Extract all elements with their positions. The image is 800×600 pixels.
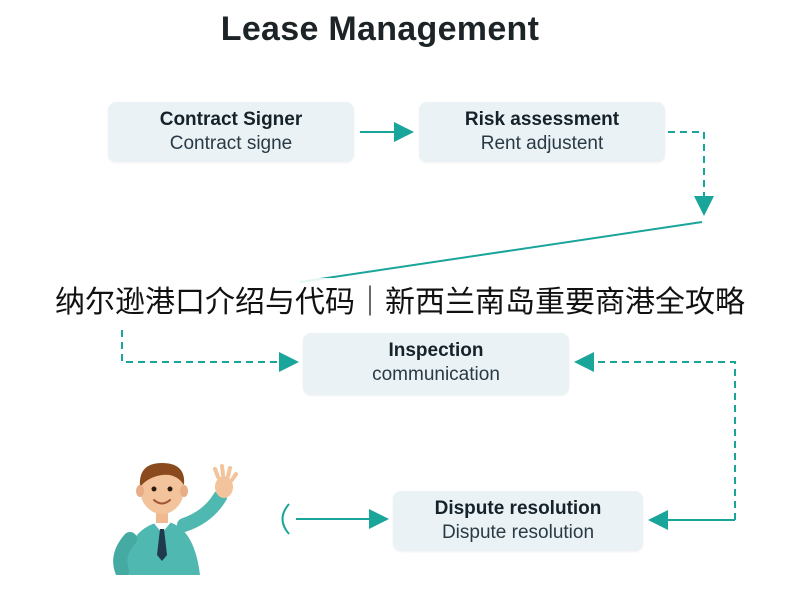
box-subtitle: Contract signe bbox=[169, 133, 293, 154]
overlay-banner: 纳尔逊港口介绍与代码｜新西兰南岛重要商港全攻略 bbox=[0, 278, 800, 328]
diagonal-connector bbox=[299, 221, 703, 283]
box-subtitle: communication bbox=[372, 364, 500, 385]
arrow-to-inspection-right bbox=[574, 352, 736, 520]
box-title: Dispute resolution bbox=[434, 498, 602, 519]
box-subtitle: Rent adjustent bbox=[480, 133, 604, 154]
box-dispute-resolution: Dispute resolution Dispute resolution bbox=[393, 491, 643, 551]
box-subtitle: Dispute resolution bbox=[441, 522, 595, 543]
bracket-mark bbox=[281, 503, 290, 535]
box-title: Inspection bbox=[388, 340, 484, 361]
arrow-to-inspection-left bbox=[121, 330, 299, 372]
box-title: Risk assessment bbox=[464, 109, 620, 130]
page-title: Lease Management bbox=[220, 10, 540, 48]
arrow-risk-down bbox=[668, 131, 714, 216]
waving-person-illustration bbox=[113, 463, 238, 575]
box-inspection: Inspection communication bbox=[303, 333, 569, 395]
box-contract-signer: Contract Signer Contract signe bbox=[108, 102, 354, 162]
box-risk-assessment: Risk assessment Rent adjustent bbox=[419, 102, 665, 162]
box-title: Contract Signer bbox=[159, 109, 303, 130]
